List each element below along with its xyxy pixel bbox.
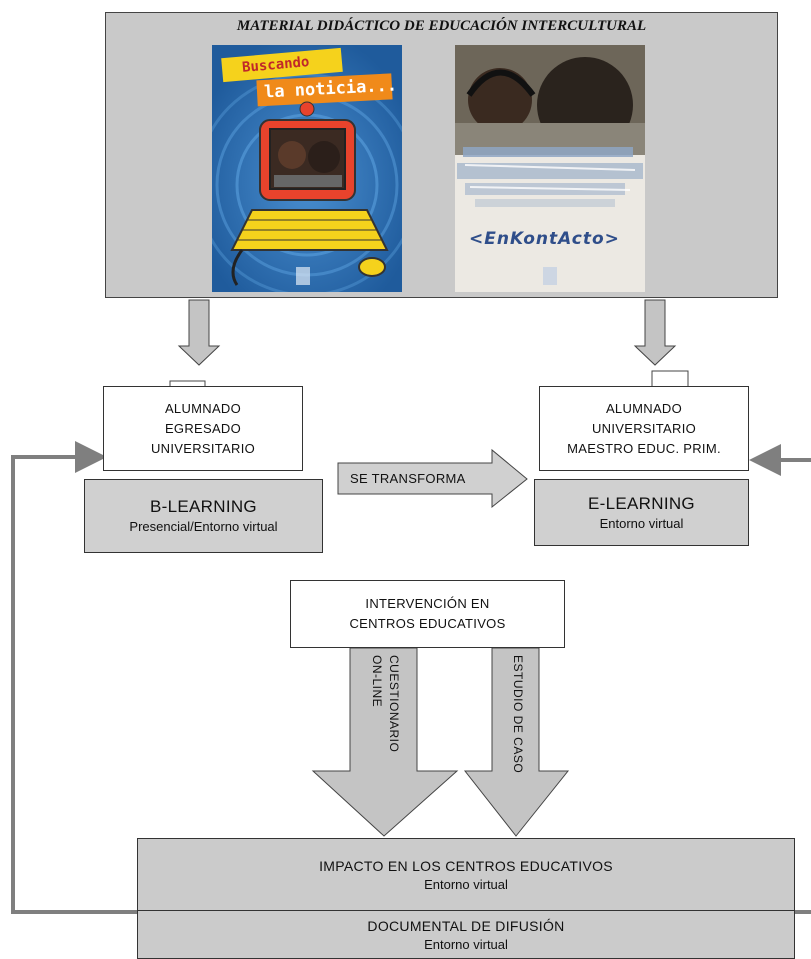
- intervention-box: INTERVENCIÓN EN CENTROS EDUCATIVOS: [290, 580, 565, 648]
- intervention-line1: INTERVENCIÓN EN: [365, 596, 490, 611]
- documentary-title: DOCUMENTAL DE DIFUSIÓN: [367, 917, 565, 934]
- down-arrow-questionnaire: [311, 647, 459, 837]
- b-learning-box: B-LEARNING Presencial/Entorno virtual: [84, 479, 323, 553]
- impact-sub: Entorno virtual: [424, 876, 508, 892]
- b-learning-title: B-LEARNING: [150, 497, 257, 516]
- feedback-loop-left: [11, 441, 137, 914]
- poster-left-art: [212, 45, 402, 292]
- intervention-line2: CENTROS EDUCATIVOS: [349, 616, 506, 631]
- down-arrow-right: [633, 299, 677, 366]
- audience-right-line3: MAESTRO EDUC. PRIM.: [567, 440, 721, 456]
- down-arrow-case-study: [463, 647, 570, 837]
- poster-right-logo: <EnKontActo>: [469, 229, 620, 249]
- e-learning-title: E-LEARNING: [588, 493, 695, 513]
- method-questionnaire-label: CUESTIONARIO ON-LINE: [370, 655, 401, 753]
- audience-box-left: ALUMNADO EGRESADO UNIVERSITARIO: [103, 386, 303, 471]
- method-case-study-label: ESTUDIO DE CASO: [511, 655, 525, 774]
- poster-enkontacto: <EnKontActo>: [455, 45, 645, 292]
- e-learning-sub: Entorno virtual: [599, 515, 684, 531]
- transform-label: SE TRANSFORMA: [350, 471, 466, 486]
- e-learning-box: E-LEARNING Entorno virtual: [534, 479, 749, 546]
- documentary-sub: Entorno virtual: [424, 936, 508, 952]
- audience-left-line1: ALUMNADO: [164, 400, 242, 416]
- impact-title: IMPACTO EN LOS CENTROS EDUCATIVOS: [319, 857, 613, 874]
- b-learning-sub: Presencial/Entorno virtual: [129, 519, 278, 534]
- audience-left-line2: EGRESADO: [164, 420, 242, 436]
- audience-box-right: ALUMNADO UNIVERSITARIO MAESTRO EDUC. PRI…: [539, 386, 749, 471]
- audience-left-line3: UNIVERSITARIO: [150, 440, 256, 456]
- down-arrow-left: [177, 299, 221, 366]
- audience-right-line2: UNIVERSITARIO: [591, 420, 697, 436]
- impact-box: IMPACTO EN LOS CENTROS EDUCATIVOS Entorn…: [137, 838, 795, 911]
- poster-right-art: [455, 45, 645, 292]
- materials-title: MATERIAL DIDÁCTICO DE EDUCACIÓN INTERCUL…: [236, 18, 647, 34]
- documentary-box: DOCUMENTAL DE DIFUSIÓN Entorno virtual: [137, 910, 795, 959]
- audience-right-line1: ALUMNADO: [605, 400, 683, 416]
- poster-buscando-la-noticia: Buscando la noticia...: [212, 45, 402, 292]
- transform-arrow: [337, 448, 528, 509]
